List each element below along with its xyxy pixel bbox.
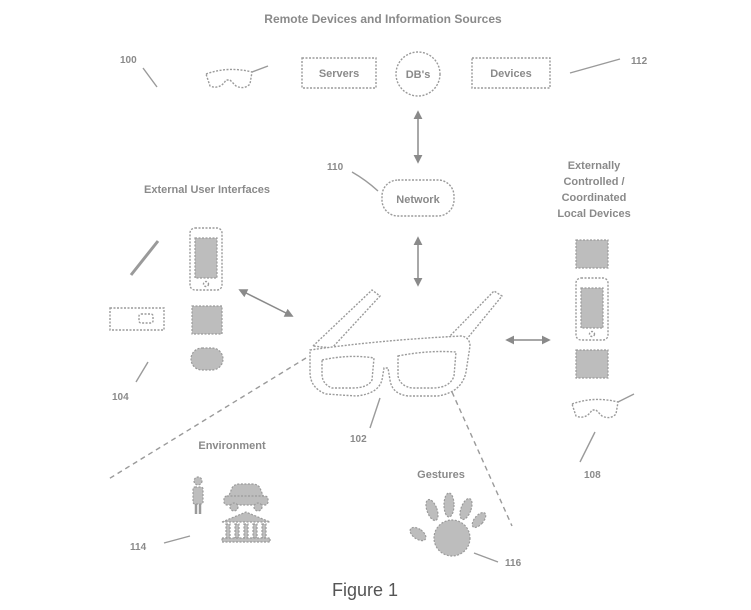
ref-110: 110	[327, 162, 344, 173]
car-icon	[223, 483, 269, 512]
ref-102: 102	[350, 434, 367, 445]
devices-box	[471, 57, 551, 89]
external-user-interfaces-label: External User Interfaces	[144, 184, 270, 196]
mouse-icon	[190, 347, 224, 371]
figure-caption: Figure 1	[332, 580, 398, 600]
leader-line-114	[163, 535, 191, 544]
databases-circle	[395, 51, 441, 97]
ref-116: 116	[505, 558, 522, 569]
ref-114: 114	[130, 542, 147, 553]
network-label: Network	[396, 194, 440, 206]
leader-line-100	[142, 67, 158, 88]
remote-glasses-icon	[205, 65, 269, 89]
leader-line-102	[369, 397, 381, 429]
local-devices-label-line4: Local Devices	[557, 208, 630, 220]
ref-108: 108	[584, 470, 601, 481]
local-devices-label-line2: Controlled /	[563, 176, 624, 188]
building-icon	[221, 511, 271, 543]
leader-line-116	[473, 552, 499, 563]
devices-label: Devices	[490, 68, 532, 80]
local-phone-icon	[575, 277, 609, 341]
leader-line-108	[579, 431, 596, 463]
databases-label: DB's	[406, 69, 431, 81]
smartphone-icon	[189, 227, 223, 291]
ref-100: 100	[120, 55, 137, 66]
environment-label: Environment	[198, 440, 266, 452]
tablet-icon	[191, 305, 223, 335]
leader-line-112	[569, 58, 621, 74]
leader-line-110	[351, 171, 379, 192]
smart-glasses-device	[309, 289, 504, 397]
local-devices-label-line3: Coordinated	[562, 192, 627, 204]
hand-gesture-icon	[409, 492, 487, 557]
dashed-line-gestures	[451, 391, 513, 527]
arrow-interfaces-glasses	[238, 289, 294, 317]
network-node	[381, 179, 455, 217]
ref-104: 104	[112, 392, 129, 403]
keyboard-icon	[109, 307, 165, 331]
stylus-icon	[129, 240, 160, 276]
person-icon	[192, 476, 204, 514]
servers-label: Servers	[319, 68, 359, 80]
gestures-label: Gestures	[417, 469, 465, 481]
remote-sources-heading: Remote Devices and Information Sources	[264, 12, 502, 26]
servers-box	[301, 57, 377, 89]
leader-line-104	[135, 361, 149, 383]
local-devices-label-line1: Externally	[568, 160, 621, 172]
local-glasses-icon	[571, 393, 635, 419]
local-tablet-icon	[575, 239, 609, 269]
ref-112: 112	[631, 56, 648, 67]
local-device-square-icon	[575, 349, 609, 379]
dashed-line-environment	[106, 357, 307, 481]
